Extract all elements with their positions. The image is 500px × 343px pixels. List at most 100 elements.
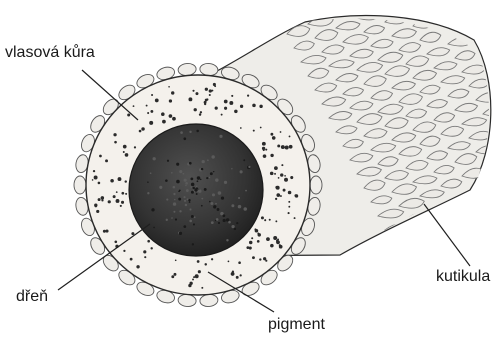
- pigment-dot: [249, 241, 252, 244]
- pigment-dot: [116, 191, 118, 193]
- medulla-speck: [248, 166, 250, 168]
- medulla-speck: [191, 183, 195, 187]
- medulla-speck: [196, 186, 197, 187]
- medulla-speck: [210, 172, 213, 175]
- pigment-dot: [285, 146, 289, 150]
- pigment-dot: [284, 175, 286, 177]
- cuticle-scale: [350, 0, 375, 6]
- pigment-dot: [198, 270, 201, 273]
- pigment-dot: [240, 127, 242, 129]
- medulla-speck: [226, 239, 228, 241]
- pigment-dot: [125, 180, 127, 182]
- medulla-speck: [211, 155, 214, 158]
- cuticle-scale: [483, 158, 500, 168]
- pigment-dot: [146, 105, 148, 107]
- pigment-dot: [264, 219, 266, 221]
- rim-scale: [199, 63, 218, 77]
- medulla-speck: [173, 186, 176, 189]
- medulla-speck: [150, 172, 152, 174]
- medulla-speck: [213, 205, 216, 208]
- pigment-dot: [294, 217, 296, 219]
- pigment-dot: [101, 196, 105, 200]
- pigment-dot: [161, 112, 165, 116]
- pigment-dot: [209, 89, 212, 92]
- medulla-speck: [165, 179, 168, 182]
- pigment-dot: [281, 164, 283, 166]
- cuticle-scale: [280, 12, 304, 22]
- pigment-dot: [276, 240, 280, 244]
- medulla-speck: [166, 219, 168, 221]
- medulla-speck: [171, 172, 173, 174]
- pigment-dot: [99, 155, 102, 158]
- pigment-dot: [260, 127, 262, 129]
- medulla-speck: [215, 203, 217, 205]
- pigment-dot: [288, 201, 290, 203]
- cuticle-scale: [399, 250, 424, 261]
- pigment-dot: [215, 107, 218, 110]
- medulla-speck: [201, 198, 203, 200]
- rim-scale: [178, 63, 197, 77]
- medulla-speck: [218, 222, 220, 224]
- pigment-dot: [149, 121, 153, 125]
- medulla-speck: [176, 163, 179, 166]
- cuticle-scale: [483, 3, 500, 13]
- pigment-dot: [232, 270, 234, 272]
- pigment-dot: [118, 177, 122, 181]
- pigment-dot: [113, 133, 116, 136]
- pigment-dot: [205, 263, 207, 265]
- medulla-speck: [207, 159, 209, 161]
- rim-scale: [74, 176, 86, 194]
- medulla-speck: [183, 137, 186, 140]
- medulla-speck: [223, 214, 226, 217]
- pigment-dot: [192, 279, 194, 281]
- medulla-speck: [179, 170, 182, 173]
- pigment-dot: [105, 230, 108, 233]
- pigment-dot: [252, 256, 255, 259]
- label-pigment: pigment: [268, 316, 325, 334]
- medulla-speck: [189, 220, 192, 223]
- medulla-speck: [166, 199, 168, 201]
- pigment-dot: [276, 193, 280, 197]
- rim-scale: [310, 176, 322, 194]
- pigment-dot: [105, 159, 108, 162]
- pigment-dot: [192, 90, 194, 92]
- pigment-dot: [231, 95, 233, 97]
- medulla-speck: [189, 162, 192, 165]
- pigment-dot: [274, 173, 276, 175]
- cuticle-scale: [455, 207, 476, 215]
- medulla-speck: [201, 205, 203, 207]
- pigment-dot: [194, 108, 197, 111]
- medulla-speck: [212, 193, 215, 196]
- pigment-dot: [283, 189, 286, 192]
- pigment-dot: [214, 85, 216, 87]
- pigment-dot: [275, 220, 277, 222]
- medulla-speck: [238, 197, 240, 199]
- pigment-dot: [95, 205, 97, 207]
- pigment-dot: [155, 99, 159, 103]
- pigment-dot: [270, 154, 273, 157]
- cuticle-scale: [483, 211, 500, 220]
- pigment-dot: [290, 176, 293, 179]
- cuticle-scale: [490, 120, 500, 131]
- medulla-speck: [221, 197, 224, 200]
- pigment-dot: [125, 153, 129, 157]
- pigment-dot: [171, 275, 174, 278]
- medulla-speck: [194, 188, 197, 191]
- pigment-dot: [169, 99, 172, 102]
- medulla-speck: [189, 131, 191, 133]
- pigment-dot: [209, 94, 211, 96]
- pigment-dot: [289, 136, 291, 138]
- medulla-speck: [206, 177, 208, 179]
- medulla-speck: [228, 221, 231, 224]
- medulla-speck: [180, 131, 183, 134]
- pigment-dot: [123, 145, 127, 149]
- pigment-dot: [125, 193, 127, 195]
- medulla-speck: [243, 159, 245, 161]
- pigment-dot: [258, 233, 261, 236]
- label-cuticle: kutikula: [436, 268, 490, 286]
- medulla-speck: [240, 170, 243, 173]
- medulla-speck: [167, 160, 169, 162]
- medulla-speck: [147, 192, 149, 194]
- pigment-dot: [199, 113, 201, 115]
